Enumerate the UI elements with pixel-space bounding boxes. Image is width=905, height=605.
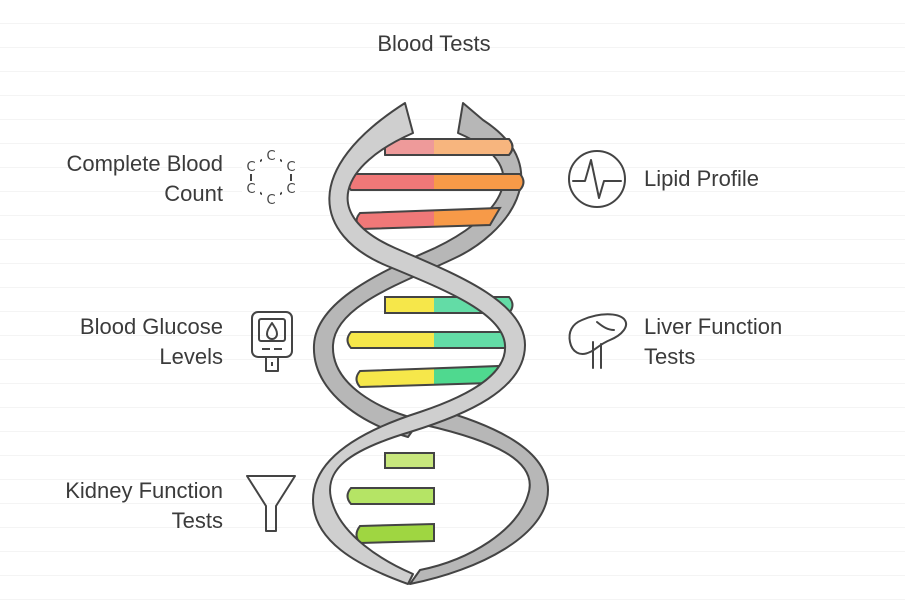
rung-group-1 bbox=[346, 138, 525, 231]
helix-strand-front bbox=[312, 102, 526, 585]
label-line: Count bbox=[164, 181, 223, 206]
funnel-icon bbox=[246, 475, 296, 532]
rung bbox=[384, 138, 514, 156]
rung bbox=[355, 364, 502, 389]
label-blood-glucose-levels: Blood Glucose Levels bbox=[13, 312, 223, 372]
label-line: Tests bbox=[644, 344, 696, 369]
label-complete-blood-count: Complete Blood Count bbox=[13, 149, 223, 209]
rung bbox=[384, 452, 435, 469]
rung bbox=[356, 368, 434, 387]
glucose-meter-icon bbox=[251, 311, 293, 372]
label-line: Tests bbox=[171, 508, 223, 533]
label-line: Lipid Profile bbox=[644, 166, 759, 191]
rung bbox=[385, 297, 434, 313]
molecule-letter: C bbox=[246, 160, 255, 175]
rung bbox=[356, 210, 434, 229]
molecule-letters: C C C C C C bbox=[246, 149, 295, 208]
molecule-letter: C bbox=[286, 182, 295, 197]
rung-group-2 bbox=[346, 296, 525, 389]
diagram-title: Blood Tests bbox=[377, 31, 491, 56]
rung bbox=[385, 139, 434, 155]
molecule-letter: C bbox=[246, 182, 255, 197]
molecule-letter: C bbox=[286, 160, 295, 175]
molecule-letter: C bbox=[266, 149, 275, 164]
helix-rungs bbox=[346, 138, 525, 545]
rung bbox=[355, 522, 435, 545]
rung bbox=[347, 332, 434, 348]
label-line: Complete Blood bbox=[66, 151, 223, 176]
rung-group-3 bbox=[346, 452, 435, 545]
label-line: Levels bbox=[159, 344, 223, 369]
rung bbox=[347, 174, 434, 190]
heartbeat-icon bbox=[568, 150, 626, 208]
label-line: Liver Function bbox=[644, 314, 783, 339]
label-line: Kidney Function bbox=[65, 478, 223, 503]
molecule-letter: C bbox=[266, 193, 275, 208]
label-kidney-function-tests: Kidney Function Tests bbox=[13, 476, 223, 536]
label-lipid-profile: Lipid Profile bbox=[644, 164, 864, 194]
strand-front-top bbox=[312, 102, 526, 585]
liver-icon bbox=[568, 313, 628, 369]
label-liver-function-tests: Liver Function Tests bbox=[644, 312, 864, 372]
rung bbox=[346, 487, 435, 505]
label-line: Blood Glucose bbox=[79, 314, 223, 339]
strand-back-bottom bbox=[409, 407, 549, 585]
hexagon-molecule-icon: C C C C C C bbox=[242, 147, 300, 208]
